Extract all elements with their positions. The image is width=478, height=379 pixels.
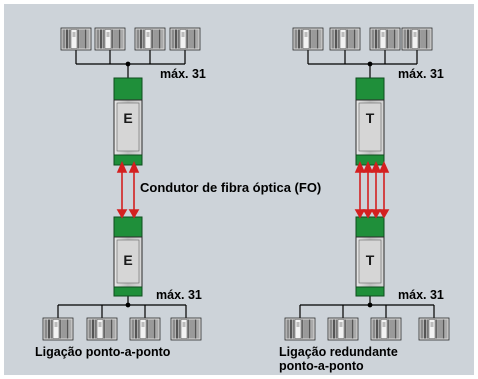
device-right-bottom xyxy=(355,216,385,297)
max-label-left-top: máx. 31 xyxy=(160,67,206,81)
plc-station-icon xyxy=(170,317,202,341)
bus-lines xyxy=(57,50,435,318)
plc-station-icon xyxy=(284,317,316,341)
fiber-optic-label: Condutor de fibra óptica (FO) xyxy=(140,180,322,195)
max-label-right-bottom: máx. 31 xyxy=(398,288,444,302)
fiber-links-right xyxy=(354,161,390,219)
plc-station-icon xyxy=(134,27,166,51)
plc-station-icon xyxy=(369,27,401,51)
device-left-bottom xyxy=(113,216,143,297)
plc-station-icon xyxy=(327,317,359,341)
plc-station-icon xyxy=(169,27,201,51)
plc-station-icon xyxy=(86,317,118,341)
max-label-left-bottom: máx. 31 xyxy=(156,288,202,302)
plc-station-icon xyxy=(129,317,161,341)
device-label-right-bottom: T xyxy=(365,252,375,268)
device-label-left-bottom: E xyxy=(123,252,133,268)
plc-station-icon xyxy=(370,317,402,341)
plc-station-icon xyxy=(401,27,433,51)
caption-point-to-point: Ligação ponto-a-ponto xyxy=(35,345,171,359)
plc-station-icon xyxy=(418,317,450,341)
caption-redundant-line2: ponto-a-ponto xyxy=(279,359,364,373)
device-right-top xyxy=(355,77,385,166)
plc-station-icon xyxy=(60,27,92,51)
plc-station-icon xyxy=(329,27,361,51)
plc-station-icon xyxy=(292,27,324,51)
diagram-background-panel xyxy=(4,4,474,375)
fiber-links-left xyxy=(116,161,140,219)
device-label-right-top: T xyxy=(365,110,375,126)
plc-station-icon xyxy=(94,27,126,51)
caption-redundant-line1: Ligação redundante xyxy=(279,345,398,359)
max-label-right-top: máx. 31 xyxy=(398,67,444,81)
device-label-left-top: E xyxy=(123,110,133,126)
device-left-top xyxy=(113,77,143,166)
plc-station-icon xyxy=(42,317,74,341)
